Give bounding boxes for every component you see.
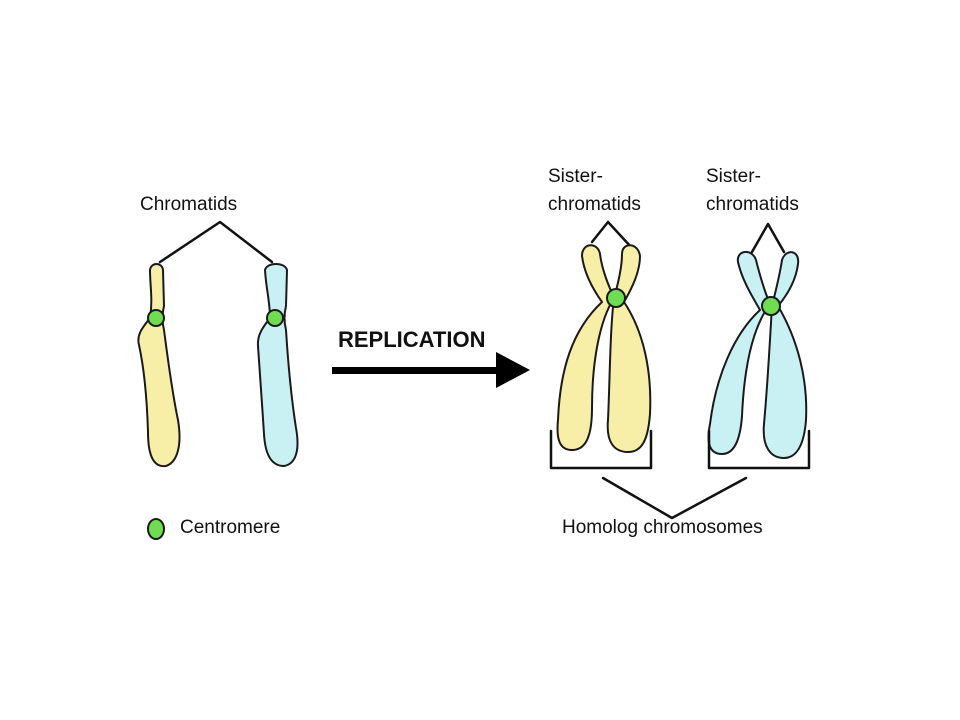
blue-chromosome: [256, 263, 299, 467]
yellow-sister-chromatid-right: [606, 244, 652, 453]
blue-sister-chromatid-left: [707, 251, 771, 455]
centromere-legend-icon: [147, 518, 165, 540]
homolog-bracket-blue: [707, 429, 811, 470]
homolog-bracket-yellow: [549, 429, 653, 470]
centromere-legend-label: Centromere: [180, 517, 280, 538]
yellow-chromosome: [137, 263, 181, 468]
chromatids-bracket: [158, 220, 274, 264]
replication-label: REPLICATION: [338, 327, 485, 352]
blue-sister-chromatid-right: [762, 251, 808, 459]
sister-chromatids-bracket-1: [590, 220, 634, 250]
yellow-replicated-chromosome: [556, 244, 652, 453]
sister-chromatids-bracket-2: [750, 222, 786, 254]
centromere-right-blue: [761, 296, 781, 316]
sister-chromatids-label-1-line2: chromatids: [548, 194, 641, 215]
replication-arrow-head: [496, 352, 530, 388]
centromere-left-yellow: [147, 309, 165, 327]
centromere-right-yellow: [606, 288, 626, 308]
yellow-sister-chromatid-left: [556, 244, 615, 451]
homolog-connector: [601, 476, 748, 520]
sister-chromatids-label-2-line1: Sister-: [706, 166, 761, 187]
centromere-left-blue: [266, 309, 284, 327]
homolog-chromosomes-label: Homolog chromosomes: [562, 517, 763, 538]
replication-arrow-shaft: [332, 367, 498, 374]
blue-replicated-chromosome: [707, 251, 808, 459]
sister-chromatids-label-1-line1: Sister-: [548, 166, 603, 187]
sister-chromatids-label-2-line2: chromatids: [706, 194, 799, 215]
chromatids-label: Chromatids: [140, 194, 237, 215]
